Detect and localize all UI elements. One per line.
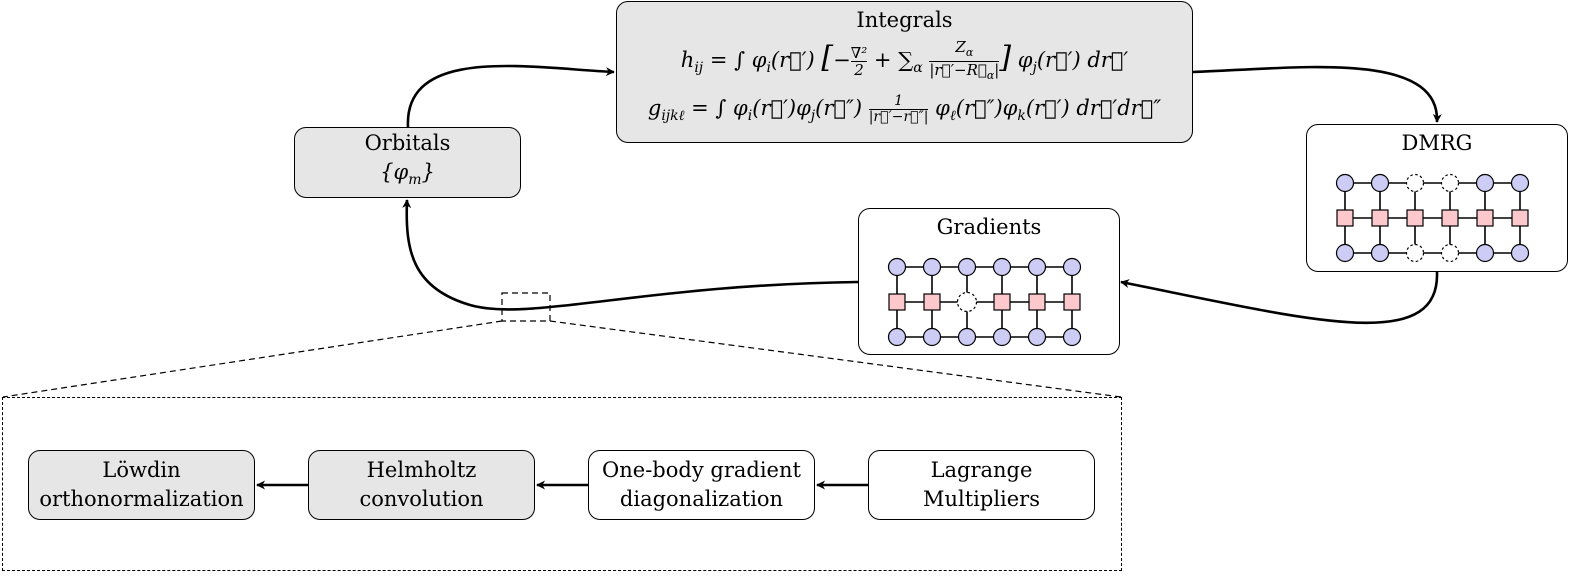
arrow-dmrg-to-gradients — [1120, 271, 1439, 325]
orbital-node — [1370, 243, 1390, 263]
mps-site-node — [1028, 293, 1046, 311]
orbital-node — [922, 327, 942, 347]
lagrange-line1: Lagrange — [930, 458, 1033, 482]
gradients-title: Gradients — [936, 215, 1042, 239]
mps-site-node — [1406, 209, 1424, 227]
arrow-gradients-to-orbitals — [402, 199, 859, 311]
orbital-node — [1062, 257, 1082, 277]
removed-site-node — [956, 291, 978, 313]
orbital-node — [1062, 327, 1082, 347]
onebody-line1: One-body gradient — [602, 458, 801, 482]
orbital-node — [1370, 173, 1390, 193]
zoom-source-rect — [501, 292, 551, 322]
orbital-node — [887, 327, 907, 347]
mps-site-node — [888, 293, 906, 311]
orbitals-symbol: {φm} — [380, 160, 435, 189]
mps-site-node — [1441, 209, 1459, 227]
lowdin-box: Löwdin orthonormalization — [28, 450, 255, 520]
orbital-node — [992, 327, 1012, 347]
onebody-line2: diagonalization — [619, 487, 784, 511]
dmrg-title: DMRG — [1401, 131, 1473, 155]
orbital-node — [1405, 243, 1425, 263]
mps-site-node — [1511, 209, 1529, 227]
mps-site-node — [1336, 209, 1354, 227]
mps-site-node — [1476, 209, 1494, 227]
zoom-region — [2, 397, 1122, 571]
orbital-node — [1027, 327, 1047, 347]
mps-site-node — [1371, 209, 1389, 227]
arrow-integrals-to-dmrg — [1192, 65, 1442, 123]
orbital-node — [957, 257, 977, 277]
orbital-node — [1405, 173, 1425, 193]
arrow-orbitals-to-integrals — [406, 64, 615, 128]
mps-site-node — [993, 293, 1011, 311]
orbital-node — [1440, 173, 1460, 193]
mps-site-node — [1063, 293, 1081, 311]
orbitals-title: Orbitals — [364, 131, 451, 156]
helmholtz-line1: Helmholtz — [366, 458, 477, 482]
dmrg-tensor-network — [1335, 173, 1530, 263]
orbitals-box: Orbitals {φm} — [294, 127, 521, 198]
lagrange-box: Lagrange Multipliers — [868, 450, 1095, 520]
integrals-title: Integrals — [856, 8, 953, 32]
orbital-node — [1510, 243, 1530, 263]
orbital-node — [887, 257, 907, 277]
orbital-node — [922, 257, 942, 277]
g-integral-equation: gijkℓ = ∫ φi(r⃗′)φj(r⃗″) 1|r⃗′−r⃗″| φℓ(r… — [647, 93, 1162, 125]
orbital-node — [957, 327, 977, 347]
orbital-node — [1027, 257, 1047, 277]
orbital-node — [1335, 173, 1355, 193]
orbital-node — [1335, 243, 1355, 263]
orbital-node — [1510, 173, 1530, 193]
helmholtz-box: Helmholtz convolution — [308, 450, 535, 520]
lowdin-line1: Löwdin — [102, 458, 181, 482]
lagrange-line2: Multipliers — [922, 487, 1041, 511]
orbital-node — [992, 257, 1012, 277]
gradients-tensor-network — [887, 257, 1082, 347]
onebody-box: One-body gradient diagonalization — [588, 450, 815, 520]
mps-site-node — [923, 293, 941, 311]
helmholtz-line2: convolution — [359, 487, 484, 511]
lowdin-line2: orthonormalization — [39, 487, 244, 511]
orbital-node — [1475, 243, 1495, 263]
orbital-node — [1475, 173, 1495, 193]
orbital-node — [1440, 243, 1460, 263]
